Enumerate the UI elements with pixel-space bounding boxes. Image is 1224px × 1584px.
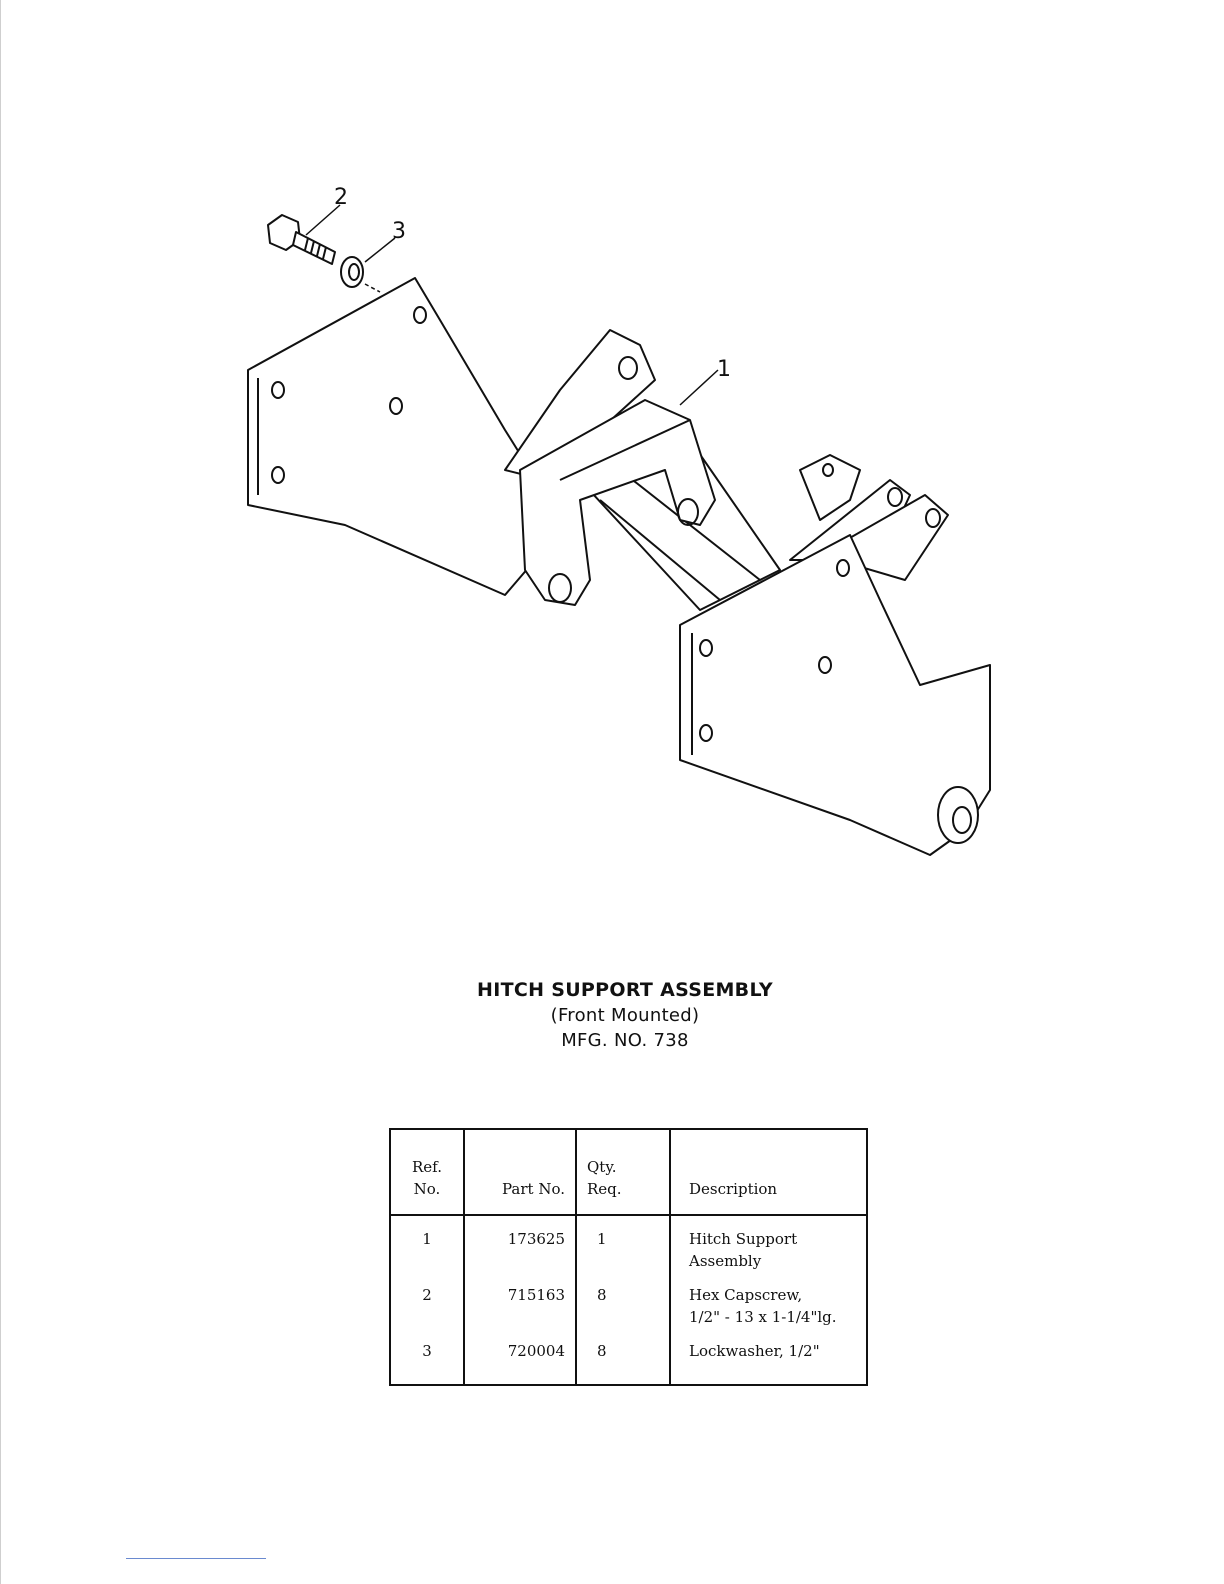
header-ref-no: Ref. No. — [390, 1129, 464, 1215]
cell-description: Hex Capscrew, 1/2" - 13 x 1-1/4"lg. — [670, 1272, 867, 1328]
cell-part-no: 715163 — [464, 1272, 576, 1328]
hitch-support-drawing: 2 3 1 — [230, 180, 1020, 880]
callout-3: 3 — [392, 219, 406, 244]
cell-description: Lockwasher, 1/2" — [670, 1328, 867, 1385]
cell-ref: 1 — [390, 1215, 464, 1272]
cell-ref: 3 — [390, 1328, 464, 1385]
page-edge — [0, 0, 7, 1584]
cell-qty: 8 — [576, 1272, 670, 1328]
header-part-no: Part No. — [464, 1129, 576, 1215]
table-row: 2 715163 8 Hex Capscrew, 1/2" - 13 x 1-1… — [390, 1272, 867, 1328]
callout-2: 2 — [334, 185, 348, 210]
lockwasher — [341, 257, 363, 287]
footer-rule — [126, 1558, 266, 1559]
hex-capscrew — [268, 215, 335, 264]
parts-table: Ref. No. Part No. Qty. Req. Description … — [389, 1128, 868, 1386]
header-qty-req: Qty. Req. — [576, 1129, 670, 1215]
cell-ref: 2 — [390, 1272, 464, 1328]
cell-part-no: 720004 — [464, 1328, 576, 1385]
caption-subtitle: (Front Mounted) — [0, 1003, 1224, 1028]
header-description: Description — [670, 1129, 867, 1215]
left-side-plate — [248, 278, 535, 595]
caption-title: HITCH SUPPORT ASSEMBLY — [0, 978, 1224, 1003]
figure-caption: HITCH SUPPORT ASSEMBLY (Front Mounted) M… — [0, 978, 1224, 1053]
callout-1: 1 — [717, 357, 731, 382]
table-row: 1 173625 1 Hitch Support Assembly — [390, 1215, 867, 1272]
caption-mfg-number: MFG. NO. 738 — [0, 1028, 1224, 1053]
table-row: 3 720004 8 Lockwasher, 1/2" — [390, 1328, 867, 1385]
cell-description: Hitch Support Assembly — [670, 1215, 867, 1272]
cell-qty: 1 — [576, 1215, 670, 1272]
table-header-row: Ref. No. Part No. Qty. Req. Description — [390, 1129, 867, 1215]
cell-qty: 8 — [576, 1328, 670, 1385]
cell-part-no: 173625 — [464, 1215, 576, 1272]
